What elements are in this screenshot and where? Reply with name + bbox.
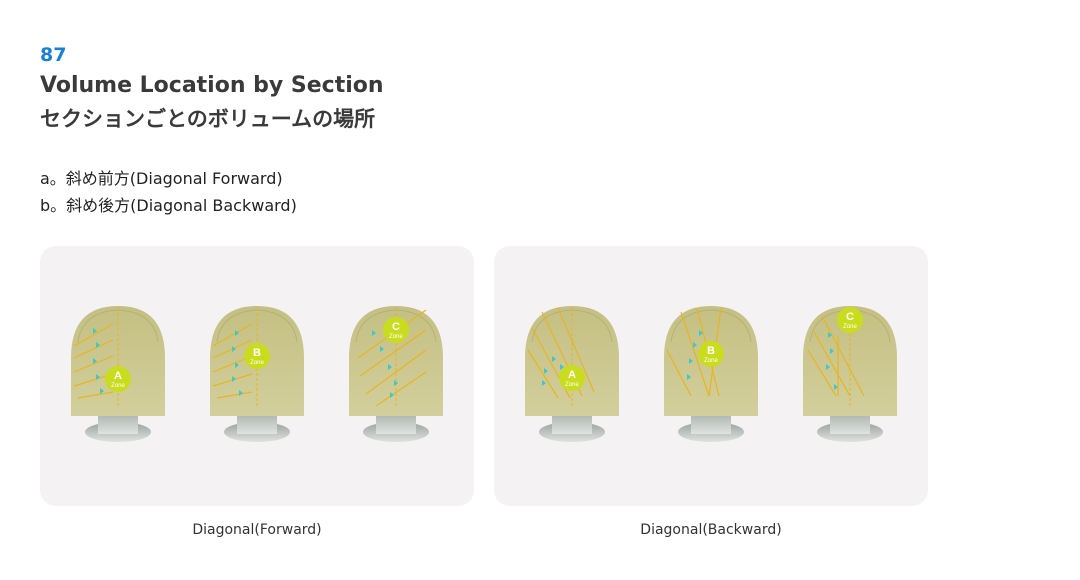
section-lines xyxy=(527,307,595,399)
arrows xyxy=(232,330,243,396)
page-number: 87 xyxy=(40,44,67,66)
zone-letter: C xyxy=(392,321,400,333)
zone-letter: A xyxy=(114,370,122,382)
zone-word: Zone xyxy=(250,360,264,366)
head-backward-a: A Zone xyxy=(525,306,619,442)
zone-word: Zone xyxy=(389,334,403,340)
arrows xyxy=(542,356,564,386)
zone-word: Zone xyxy=(111,383,125,389)
section-lines xyxy=(73,323,114,399)
caption-diagonal-backward: Diagonal(Backward) xyxy=(640,522,782,538)
section-list: a。斜め前方(Diagonal Forward) b。斜め後方(Diagonal… xyxy=(40,165,297,219)
list-item-diagonal-forward: a。斜め前方(Diagonal Forward) xyxy=(40,169,283,188)
head-forward-a: A Zone xyxy=(71,306,165,442)
head-backward-c: C Zone xyxy=(803,306,897,442)
zone-word: Zone xyxy=(843,324,857,330)
zone-badge xyxy=(837,307,863,333)
section-lines xyxy=(807,315,865,397)
zone-word: Zone xyxy=(704,358,718,364)
zone-badge xyxy=(244,343,270,369)
list-item-diagonal-backward: b。斜め後方(Diagonal Backward) xyxy=(40,196,297,215)
head-forward-b: B Zone xyxy=(210,306,304,442)
diagonal-forward-panel: A Zone B Zone C Zone xyxy=(40,246,474,506)
zone-badge xyxy=(105,366,131,392)
zone-word: Zone xyxy=(565,382,579,388)
title-japanese: セクションごとのボリュームの場所 xyxy=(40,107,376,131)
caption-diagonal-forward: Diagonal(Forward) xyxy=(192,522,322,538)
zone-badge xyxy=(383,317,409,343)
head-backward-b: B Zone xyxy=(664,306,758,442)
title-english: Volume Location by Section xyxy=(40,73,384,98)
zone-badge xyxy=(698,341,724,367)
arrows xyxy=(93,328,104,394)
diagonal-backward-panel: A Zone B Zone C Zone xyxy=(494,246,928,506)
head-forward-c: C Zone xyxy=(349,306,443,442)
zone-letter: A xyxy=(568,369,576,381)
zone-letter: C xyxy=(846,311,854,323)
zone-badge xyxy=(559,365,585,391)
zone-letter: B xyxy=(253,347,261,359)
zone-letter: B xyxy=(707,345,715,357)
